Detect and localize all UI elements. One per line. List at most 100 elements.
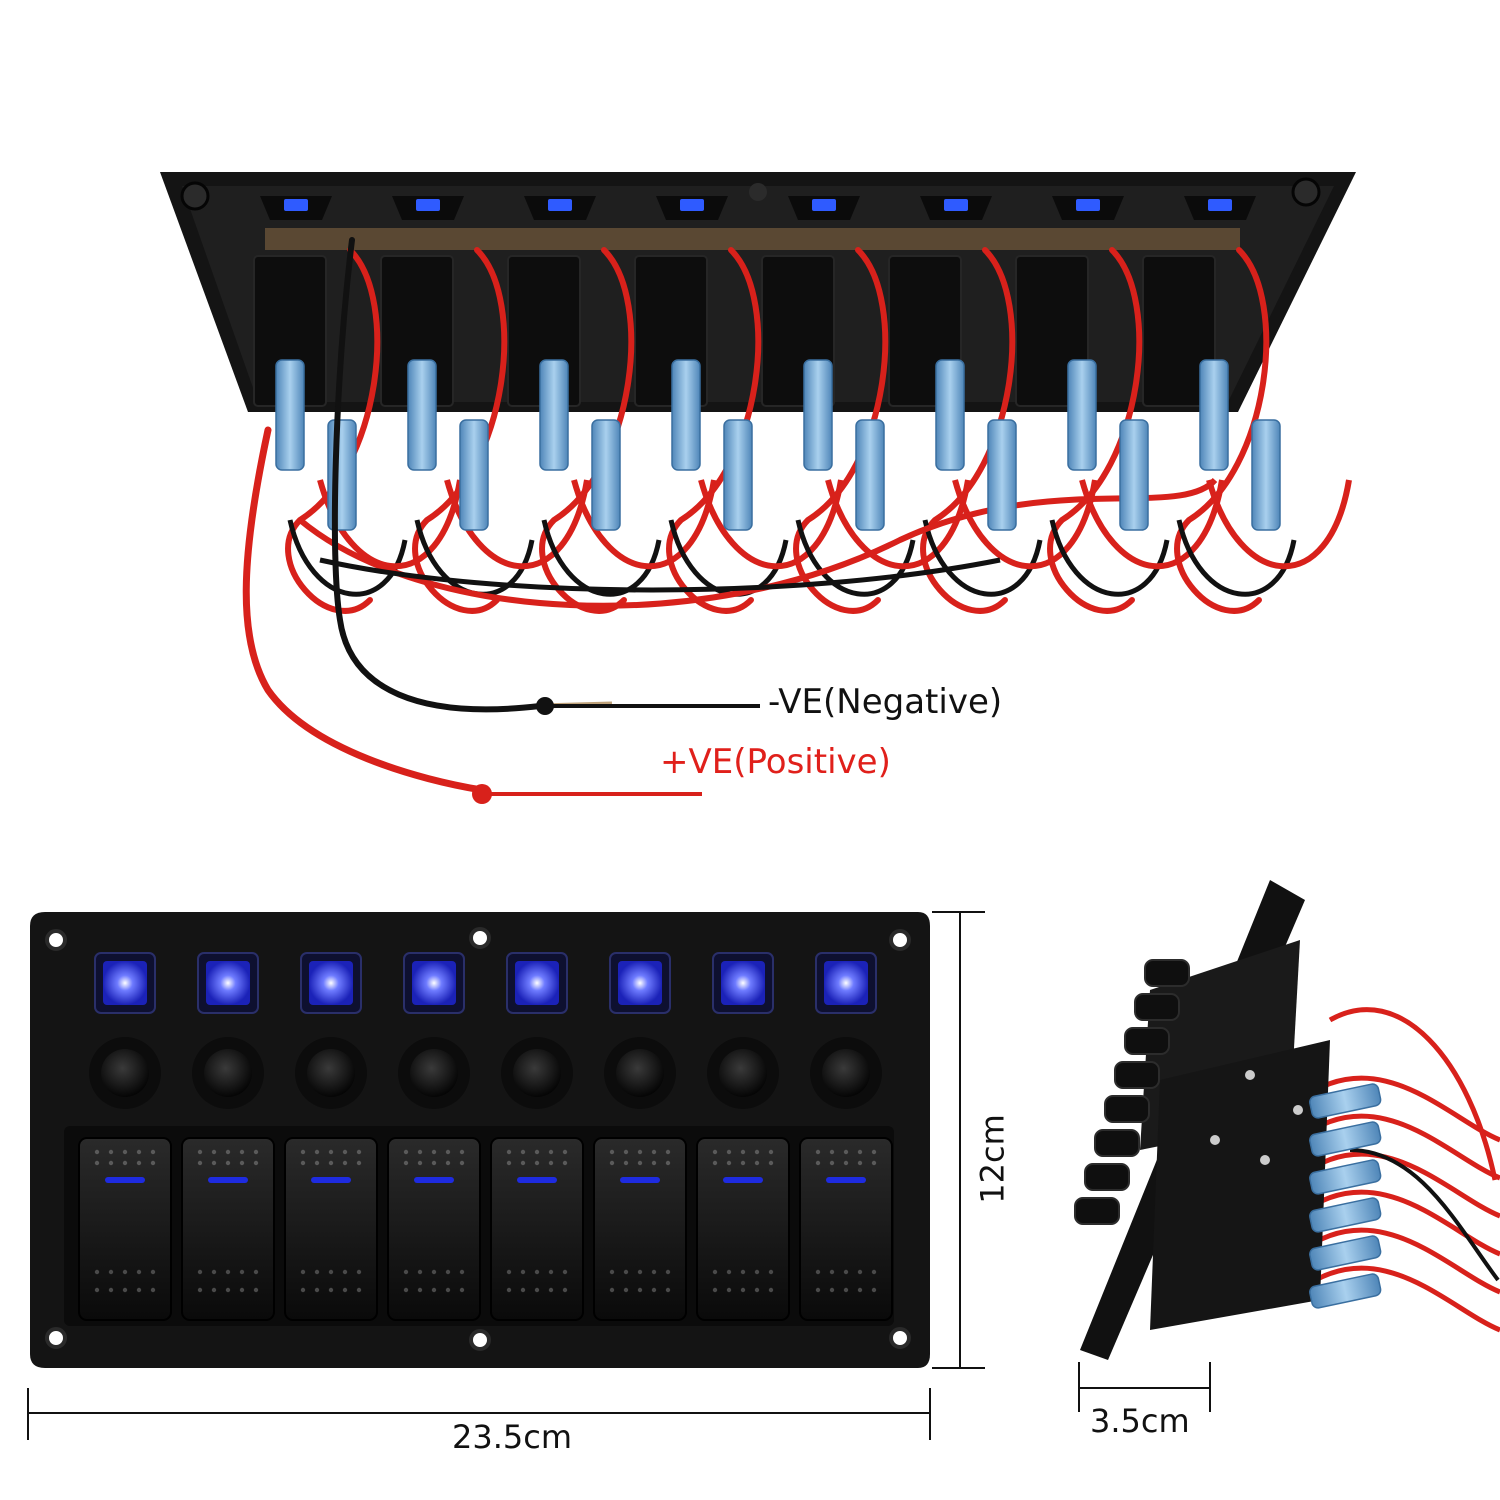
rocker-dot <box>225 1287 231 1293</box>
rocker-switch <box>78 1137 172 1321</box>
rocker-dot <box>520 1160 526 1166</box>
rocker-led-strip <box>826 1177 866 1183</box>
rocker-dot <box>342 1269 348 1275</box>
rocker-led-strip <box>620 1177 660 1183</box>
depth-label: 3.5cm <box>1090 1402 1190 1440</box>
blue-led-icon <box>515 961 559 1005</box>
rocker-switch <box>490 1137 584 1321</box>
rocker-dot <box>857 1160 863 1166</box>
rocker-dot <box>609 1287 615 1293</box>
mount-hole-tl <box>45 929 67 951</box>
blue-led-icon <box>618 961 662 1005</box>
fuse-cap-icon <box>101 1049 149 1097</box>
rocker-dot <box>300 1287 306 1293</box>
rocker-dot <box>768 1149 774 1155</box>
blue-led-icon <box>1208 199 1232 211</box>
rocker-dot <box>417 1160 423 1166</box>
side-rocker <box>1074 1197 1120 1225</box>
rocker-dot <box>768 1269 774 1275</box>
red-wire <box>1298 1151 1500 1219</box>
mount-hole-bl <box>45 1327 67 1349</box>
rocker-dot <box>239 1269 245 1275</box>
fuse-cap-icon <box>307 1049 355 1097</box>
rocker-dot <box>417 1149 423 1155</box>
blue-terminal <box>671 359 701 471</box>
rocker-dot <box>122 1287 128 1293</box>
rocker-dot <box>651 1287 657 1293</box>
rocker-dot <box>754 1287 760 1293</box>
rocker-dot <box>211 1269 217 1275</box>
red-wire <box>920 247 1016 614</box>
rocker-dot <box>534 1160 540 1166</box>
rocker-dot <box>651 1160 657 1166</box>
rocker-dot <box>768 1160 774 1166</box>
side-rocker <box>1134 993 1180 1021</box>
red-wire <box>793 247 889 614</box>
rocker-dot <box>342 1149 348 1155</box>
switch-gang <box>78 952 172 1321</box>
blue-terminal <box>1067 359 1097 471</box>
rocker-dot <box>136 1269 142 1275</box>
rocker-dot <box>609 1149 615 1155</box>
red-wire <box>698 479 844 570</box>
rocker-dot <box>253 1149 259 1155</box>
black-wire <box>922 519 1043 597</box>
rocker-dot <box>225 1160 231 1166</box>
rocker-dot <box>300 1269 306 1275</box>
rocker-dot <box>726 1287 732 1293</box>
width-dimension <box>27 1388 931 1440</box>
rocker-dot <box>548 1287 554 1293</box>
height-dimension <box>932 911 985 1369</box>
rocker-dot <box>417 1269 423 1275</box>
rocker-dot <box>108 1269 114 1275</box>
switch-gang <box>799 952 893 1321</box>
rocker-dot <box>431 1160 437 1166</box>
rocker-dot <box>459 1149 465 1155</box>
positive-pointer-dot <box>472 784 492 804</box>
blue-terminal <box>1119 419 1149 531</box>
rocker-dot <box>754 1269 760 1275</box>
positive-lead-wire <box>242 426 486 794</box>
rocker-dot <box>871 1287 877 1293</box>
red-wire <box>412 247 508 614</box>
rocker-dot <box>108 1149 114 1155</box>
rocker-dot <box>431 1269 437 1275</box>
side-rocker <box>1084 1163 1130 1191</box>
rocker-dot <box>740 1287 746 1293</box>
rocker-dot <box>548 1149 554 1155</box>
red-wire <box>1298 1113 1500 1181</box>
blue-terminal <box>275 359 305 471</box>
blue-led-icon <box>284 199 308 211</box>
blue-led-icon <box>412 961 456 1005</box>
front-view-panel <box>30 912 930 1368</box>
rocker-dot <box>445 1149 451 1155</box>
red-wire <box>1174 247 1270 614</box>
rocker-dot <box>637 1287 643 1293</box>
rocker-dot <box>239 1287 245 1293</box>
rocker-dot <box>623 1149 629 1155</box>
rocker-dot <box>548 1269 554 1275</box>
rocker-dot <box>94 1287 100 1293</box>
rocker-dot <box>651 1149 657 1155</box>
rocker-dot <box>314 1269 320 1275</box>
red-wire <box>1047 247 1143 614</box>
switch-gang <box>490 952 584 1321</box>
switch-gang <box>284 952 378 1321</box>
rocker-dot <box>445 1287 451 1293</box>
rocker-dot <box>225 1269 231 1275</box>
negative-pointer-dot <box>536 697 554 715</box>
rocker-dot <box>815 1149 821 1155</box>
rocker-dot <box>431 1149 437 1155</box>
rocker-dot <box>314 1287 320 1293</box>
side-rocker <box>1144 959 1190 987</box>
blue-led-icon <box>103 961 147 1005</box>
switch-gang <box>696 952 790 1321</box>
rocker-dot <box>314 1149 320 1155</box>
blue-terminal <box>1199 359 1229 471</box>
rocker-dot <box>356 1160 362 1166</box>
rocker-dot <box>459 1269 465 1275</box>
rocker-dot <box>197 1287 203 1293</box>
rocker-dot <box>637 1160 643 1166</box>
rocker-dot <box>609 1269 615 1275</box>
blue-led-icon <box>812 199 836 211</box>
